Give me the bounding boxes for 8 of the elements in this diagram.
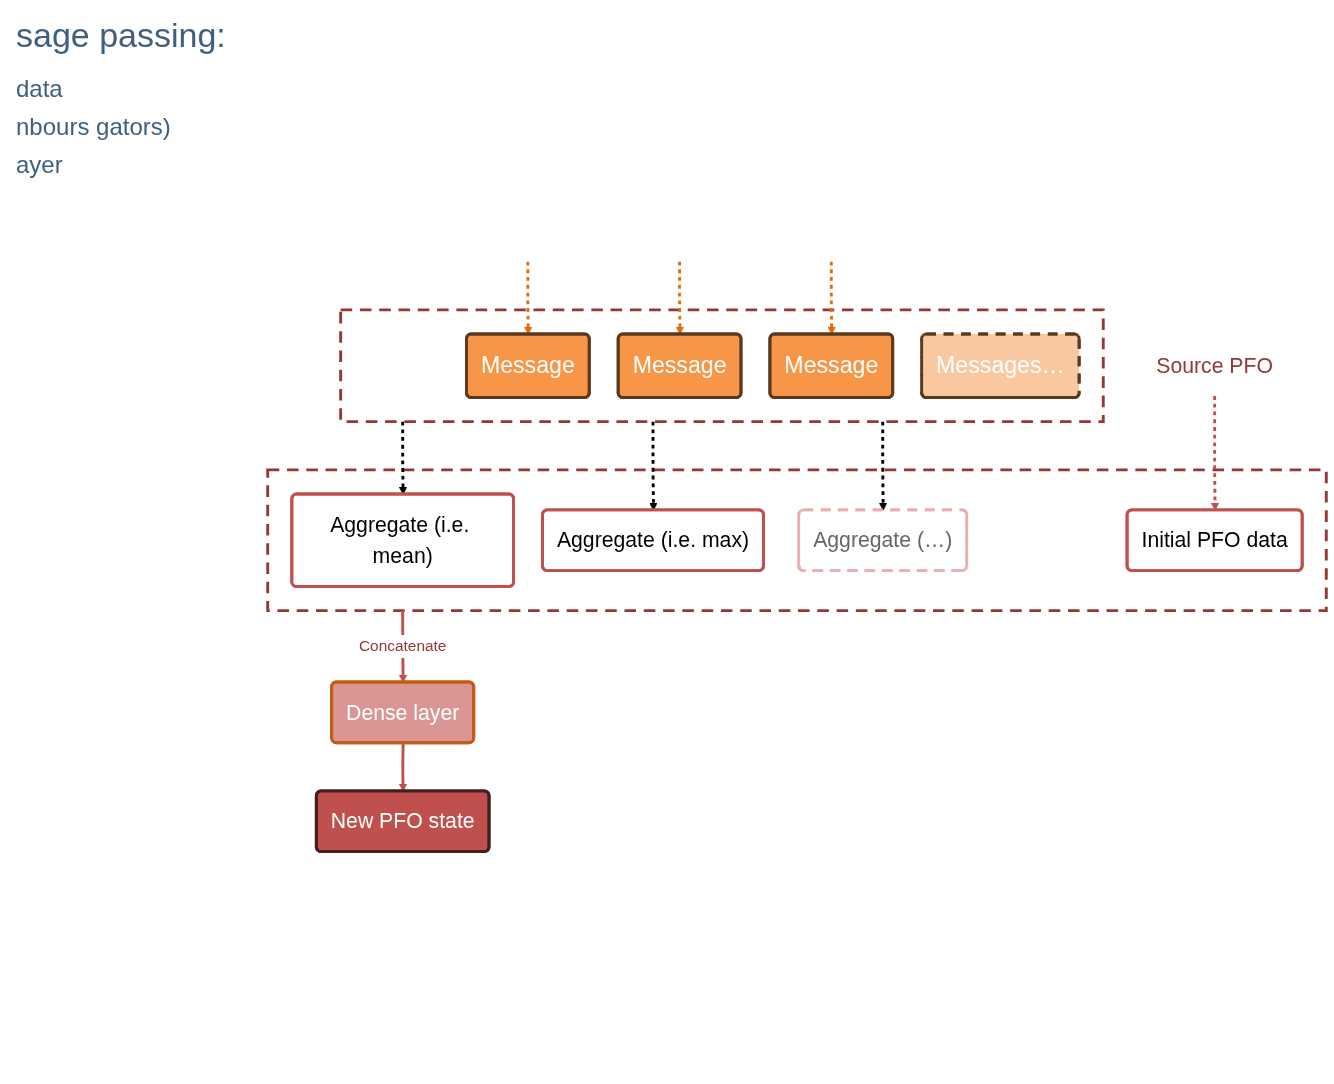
cluster: [266, 468, 1328, 612]
side-label: nbours gators): [16, 113, 172, 141]
side-label: data: [16, 75, 64, 103]
node-text: Source PFO: [1156, 353, 1273, 378]
cluster: [339, 308, 1105, 423]
title: sage passing:: [16, 16, 227, 55]
side-label: ayer: [16, 151, 64, 179]
edge-label: Concatenate: [358, 637, 447, 655]
